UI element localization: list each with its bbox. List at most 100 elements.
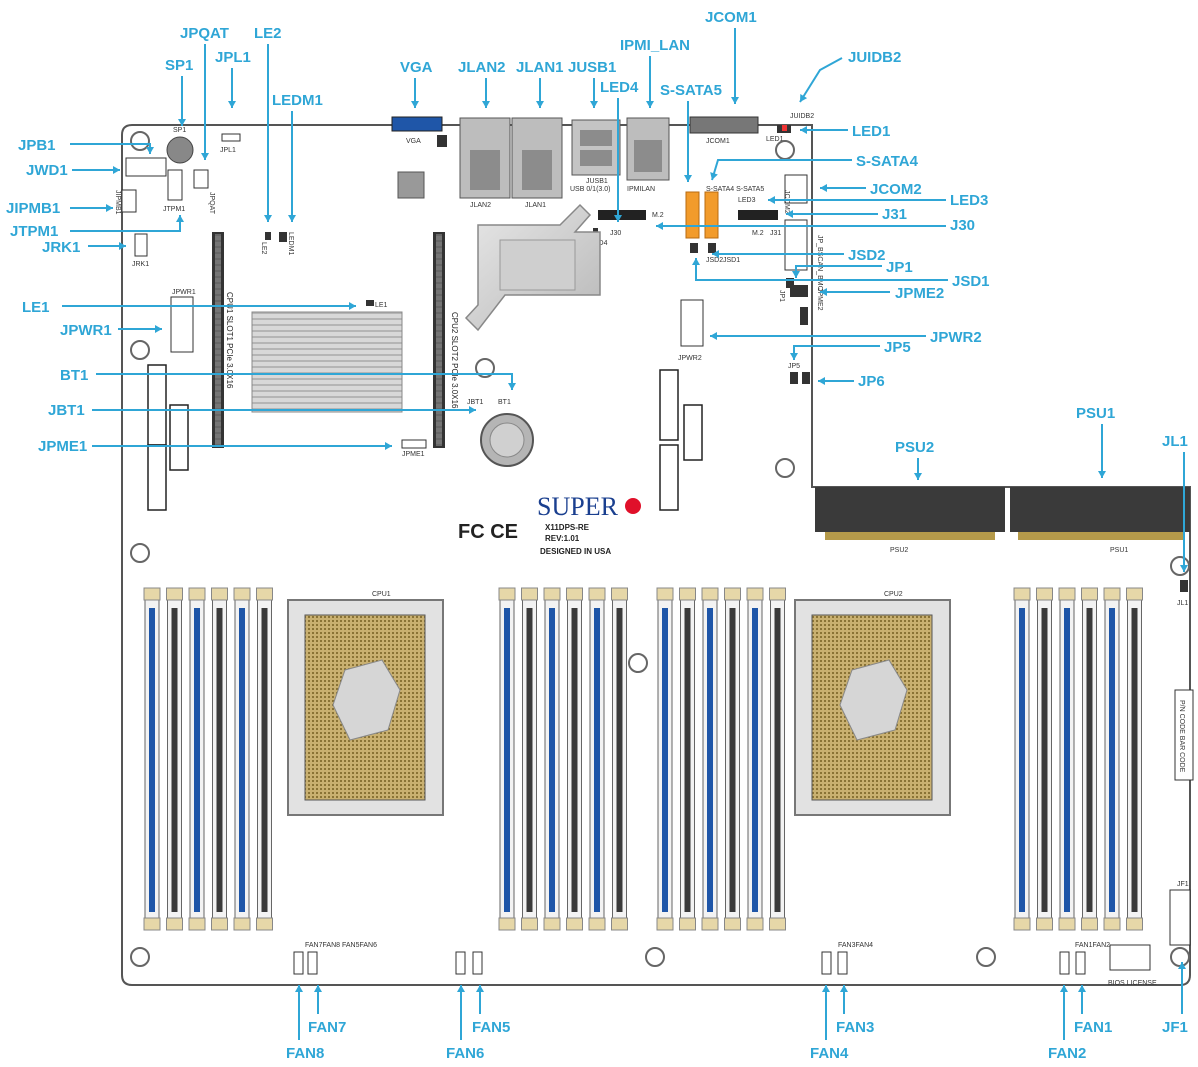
dimm-latch	[769, 917, 786, 931]
dimm-latch	[724, 917, 741, 931]
dimm-slot-core	[616, 608, 623, 912]
callout-le1: LE1	[22, 299, 50, 316]
callout-fan6: FAN6	[446, 1045, 484, 1062]
callout-jf1: JF1	[1162, 1019, 1188, 1036]
dimm-latch	[143, 587, 161, 601]
silk-j31: J31	[770, 230, 781, 237]
silk-jl1: JL1	[1177, 600, 1188, 607]
revision-text: REV:1.01	[545, 534, 580, 543]
leader-arrow-jbt1	[469, 406, 476, 414]
pch-heatsink	[251, 311, 403, 413]
jcom2-header	[784, 174, 808, 204]
supermicro-logo: SUPER	[537, 492, 619, 521]
board-outline	[121, 124, 1191, 986]
callout-bt1: BT1	[60, 367, 88, 384]
dimm-slot-core	[1019, 608, 1025, 912]
silk-fans-left: FAN7FAN8 FAN5FAN6	[305, 942, 377, 949]
callout-led3: LED3	[950, 192, 988, 209]
leader-arrow-fan1	[1078, 985, 1086, 992]
callout-fan7: FAN7	[308, 1019, 346, 1036]
callout-jpme1: JPME1	[38, 438, 87, 455]
silk-jpbmc: JP_BSCAN_BMC	[816, 235, 823, 291]
dimm-latch	[679, 917, 696, 931]
dimm-slot-core	[684, 608, 691, 912]
callout-led1: LED1	[852, 123, 890, 140]
jpwr2-connector	[680, 299, 704, 347]
le2-led	[265, 232, 271, 240]
leader-arrow-jipmb1	[106, 204, 113, 212]
jpb1-jumper	[125, 157, 167, 177]
silk-jf1: JF1	[1177, 881, 1189, 888]
silk-led3: LED3	[738, 197, 756, 204]
callout-jrk1: JRK1	[42, 239, 80, 256]
jpl1-jumper	[221, 133, 241, 142]
dimm-slot-core	[729, 608, 736, 912]
leader-arrow-vga	[411, 101, 419, 108]
jsd1-header	[708, 243, 716, 253]
callout-jtpm1: JTPM1	[10, 223, 58, 240]
leader-arrow-jp6	[818, 377, 825, 385]
silk-sp1: SP1	[173, 127, 186, 134]
leader-arrow-jwd1	[113, 166, 120, 174]
jlan2-inner	[470, 150, 500, 190]
leader-arrow-jpwr2	[710, 332, 717, 340]
callout-juidb2: JUIDB2	[848, 49, 901, 66]
leader-arrow-jpwr1	[155, 325, 162, 333]
center-sata-stacks	[659, 369, 703, 511]
silk-j30: J30	[610, 230, 621, 237]
vga-connector	[391, 116, 443, 132]
silk-jpme1: JPME1	[402, 451, 425, 458]
dimm-slot-core	[1064, 608, 1070, 912]
dimm-latch	[543, 587, 561, 601]
dimm-latch	[166, 917, 183, 931]
leader-arrow-led3	[768, 196, 775, 204]
callout-ipmi_lan: IPMI_LAN	[620, 37, 690, 54]
sp1-speaker	[166, 136, 194, 164]
dimm-latch	[498, 587, 516, 601]
dimm-latch	[543, 917, 561, 931]
leader-arrow-jsd2	[712, 250, 719, 258]
dimm-latch	[724, 587, 741, 601]
callout-jlan1: JLAN1	[516, 59, 564, 76]
callout-vga: VGA	[400, 59, 433, 76]
leader-arrow-jl1	[1180, 565, 1188, 572]
cpu2-socket	[794, 599, 951, 816]
leader-arrow-fan6	[457, 985, 465, 992]
callout-ledm1: LEDM1	[272, 92, 323, 109]
jf1-header	[1169, 889, 1191, 946]
dimm-latch	[498, 917, 516, 931]
leader-arrow-jpme2	[820, 288, 827, 296]
dimm-latch	[588, 587, 606, 601]
silk-jpme2: JPME2	[816, 288, 823, 311]
dimm-slot-core	[1131, 608, 1138, 912]
callout-psu1: PSU1	[1076, 405, 1115, 422]
silk-jsd1: JSD1	[723, 257, 740, 264]
dimm-slot-core	[571, 608, 578, 912]
usb-top	[580, 130, 612, 146]
dimm-latch	[233, 587, 251, 601]
s-sata4-connector	[704, 191, 719, 239]
silk-bios: BIOS LICENSE	[1108, 980, 1157, 987]
jcom1-port	[689, 116, 759, 134]
silk-fans-mid: FAN3FAN4	[838, 942, 873, 949]
callout-jp6: JP6	[858, 373, 885, 390]
silk-jbt1: JBT1	[467, 399, 483, 406]
led4	[593, 228, 598, 234]
leader-arrow-jf1	[1178, 962, 1186, 969]
silk-jrk1: JRK1	[132, 261, 149, 268]
jpme1-jumper	[401, 439, 427, 449]
psu1-pins	[1018, 532, 1183, 540]
silk-jp5: JP5	[788, 363, 800, 370]
callout-j30: J30	[950, 217, 975, 234]
dimm-latch	[1058, 587, 1076, 601]
dimm-latch	[143, 917, 161, 931]
callout-sp1: SP1	[165, 57, 193, 74]
silk-jcom2: JCOM2	[783, 190, 790, 214]
leader-arrow-bt1	[508, 383, 516, 390]
leader-arrow-jtpm1	[176, 215, 184, 222]
dimm-slot-core	[662, 608, 668, 912]
battery-center	[489, 422, 525, 458]
left-sata-stacks	[147, 364, 189, 511]
